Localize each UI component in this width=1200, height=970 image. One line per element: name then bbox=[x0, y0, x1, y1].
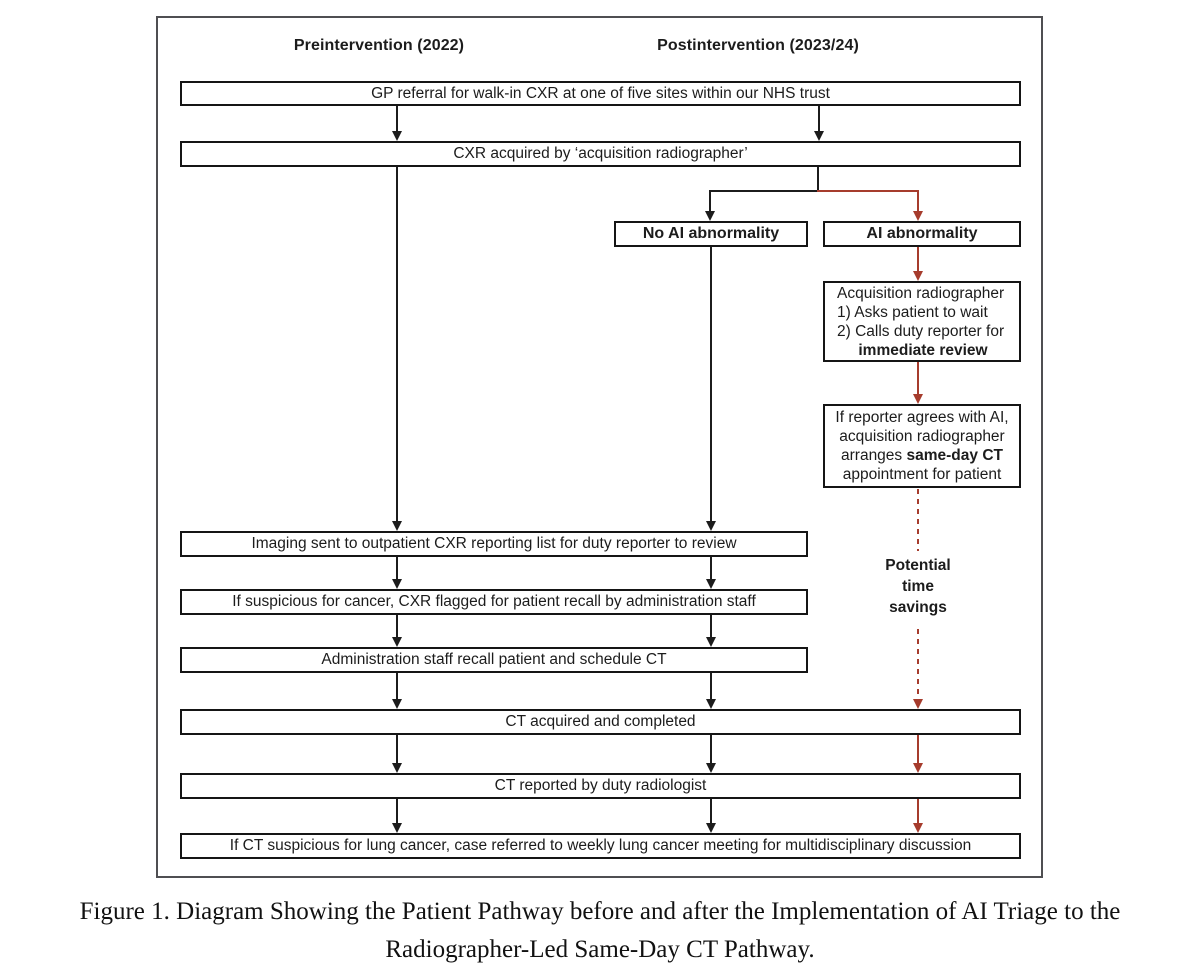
connector-report-to-mdt-left bbox=[396, 799, 398, 824]
arrowhead-time-savings bbox=[913, 699, 923, 709]
connector-recall-to-ct-right bbox=[710, 673, 712, 701]
connector-ai-to-acquisition bbox=[917, 247, 919, 273]
arrowhead-ct-to-report-red bbox=[913, 763, 923, 773]
connector-split-right-red bbox=[817, 190, 919, 192]
connector-ct-to-report-mid bbox=[710, 735, 712, 765]
arrowhead-ai-to-acquisition bbox=[913, 271, 923, 281]
arrowhead-no-ai-long bbox=[706, 521, 716, 531]
figure-caption: Figure 1. Diagram Showing the Patient Pa… bbox=[79, 898, 1121, 963]
box-no-ai-abnormality: No AI abnormality bbox=[614, 221, 808, 247]
arrowhead-acquisition-to-reporter bbox=[913, 394, 923, 404]
connector-report-to-mdt-red bbox=[917, 799, 919, 824]
box-ct-reported: CT reported by duty radiologist bbox=[180, 773, 1021, 799]
connector-flagged-to-recall-right bbox=[710, 615, 712, 638]
arrowhead-recall-to-ct-left bbox=[392, 699, 402, 709]
connector-ct-to-report-left bbox=[396, 735, 398, 765]
arrowhead-ct-to-report-mid bbox=[706, 763, 716, 773]
arrowhead-preintervention-long bbox=[392, 521, 402, 531]
box-acquisition-radiographer-line1: Acquisition radiographer bbox=[837, 284, 1005, 302]
connector-to-ai bbox=[917, 190, 919, 212]
arrowhead-flagged-to-recall-left bbox=[392, 637, 402, 647]
connector-ct-to-report-red bbox=[917, 735, 919, 765]
connector-acquisition-to-reporter bbox=[917, 362, 919, 395]
reporter-agrees-line3-bold: same-day CT bbox=[906, 447, 1003, 464]
connector-gp-to-cxr-left bbox=[396, 106, 398, 133]
box-imaging-sent: Imaging sent to outpatient CXR reporting… bbox=[180, 531, 808, 557]
box-acquisition-radiographer-line4: immediate review bbox=[858, 341, 988, 359]
connector-to-no-ai bbox=[709, 190, 711, 212]
arrowhead-report-to-mdt-red bbox=[913, 823, 923, 833]
box-acquisition-radiographer: Acquisition radiographer 1) Asks patient… bbox=[823, 281, 1021, 362]
connector-imaging-to-flagged-right bbox=[710, 557, 712, 580]
connector-flagged-to-recall-left bbox=[396, 615, 398, 638]
arrowhead-ct-to-report-left bbox=[392, 763, 402, 773]
arrowhead-imaging-to-flagged-left bbox=[392, 579, 402, 589]
box-gp-referral: GP referral for walk-in CXR at one of fi… bbox=[180, 81, 1021, 106]
box-cxr-acquired: CXR acquired by ‘acquisition radiographe… bbox=[180, 141, 1021, 167]
box-mdt-referral: If CT suspicious for lung cancer, case r… bbox=[180, 833, 1021, 859]
box-reporter-agrees-line2: acquisition radiographer bbox=[839, 428, 1005, 445]
box-admin-recall: Administration staff recall patient and … bbox=[180, 647, 808, 673]
connector-split-stub bbox=[817, 167, 819, 192]
label-potential-time-savings: Potential time savings bbox=[856, 551, 980, 624]
box-reporter-agrees: If reporter agrees with AI, acquisition … bbox=[823, 404, 1021, 488]
arrowhead-report-to-mdt-mid bbox=[706, 823, 716, 833]
connector-split-left-black bbox=[710, 190, 819, 192]
connector-recall-to-ct-left bbox=[396, 673, 398, 701]
connector-no-ai-long bbox=[710, 247, 712, 522]
arrowhead-gp-to-cxr-right bbox=[814, 131, 824, 141]
connector-gp-to-cxr-right bbox=[818, 106, 820, 133]
arrowhead-imaging-to-flagged-right bbox=[706, 579, 716, 589]
arrowhead-gp-to-cxr-left bbox=[392, 131, 402, 141]
box-ct-acquired: CT acquired and completed bbox=[180, 709, 1021, 735]
arrowhead-recall-to-ct-right bbox=[706, 699, 716, 709]
box-reporter-agrees-line3: arranges same-day CT bbox=[831, 446, 1013, 465]
box-reporter-agrees-line4: appointment for patient bbox=[842, 466, 1002, 483]
column-header-preintervention: Preintervention (2022) bbox=[293, 37, 465, 54]
column-header-postintervention: Postintervention (2023/24) bbox=[657, 37, 859, 54]
arrowhead-flagged-to-recall-right bbox=[706, 637, 716, 647]
arrowhead-report-to-mdt-left bbox=[392, 823, 402, 833]
connector-imaging-to-flagged-left bbox=[396, 557, 398, 580]
connector-report-to-mdt-mid bbox=[710, 799, 712, 824]
connector-preintervention-long bbox=[396, 167, 398, 522]
box-ai-abnormality: AI abnormality bbox=[823, 221, 1021, 247]
arrowhead-to-no-ai bbox=[705, 211, 715, 221]
arrowhead-to-ai bbox=[913, 211, 923, 221]
box-acquisition-radiographer-line3: 2) Calls duty reporter for bbox=[837, 322, 1005, 340]
box-reporter-agrees-line1: If reporter agrees with AI, bbox=[835, 409, 1009, 426]
box-acquisition-radiographer-line2: 1) Asks patient to wait bbox=[837, 303, 988, 321]
reporter-agrees-line3-prefix: arranges bbox=[841, 447, 903, 464]
box-cxr-flagged: If suspicious for cancer, CXR flagged fo… bbox=[180, 589, 808, 615]
